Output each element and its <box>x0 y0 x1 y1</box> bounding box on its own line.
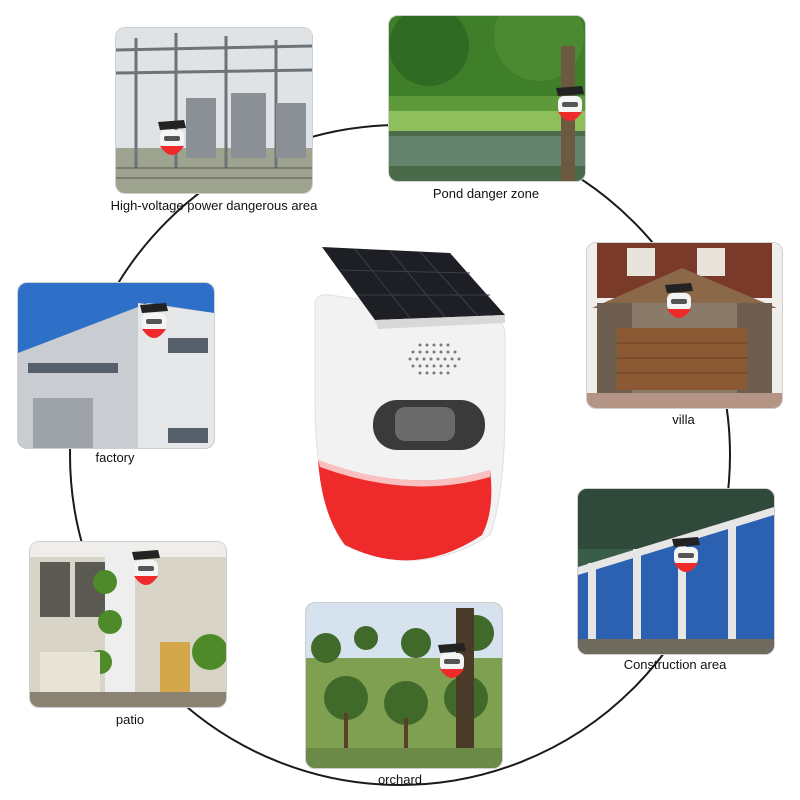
scene-orchard <box>305 602 503 769</box>
alarm-icon <box>438 643 466 678</box>
alarm-icon <box>556 86 584 121</box>
label-factory: factory <box>95 450 135 465</box>
solar-alarm-device <box>300 245 515 580</box>
speaker-grille <box>408 343 461 375</box>
alarm-icon <box>158 120 186 155</box>
alarm-icon <box>140 303 168 338</box>
label-high-voltage: High-voltage power dangerous area <box>110 198 318 213</box>
label-pond: Pond danger zone <box>432 186 540 201</box>
label-construction: Construction area <box>623 657 727 672</box>
scene-pond <box>388 15 586 182</box>
solar-panel <box>322 247 505 329</box>
label-villa: villa <box>672 412 695 427</box>
scene-patio <box>29 541 227 708</box>
alarm-icon <box>665 283 693 318</box>
scene-construction <box>577 488 775 655</box>
label-orchard: orchard <box>377 772 423 787</box>
scene-villa <box>586 242 783 409</box>
scene-high-voltage <box>115 27 313 194</box>
scene-factory <box>17 282 215 449</box>
alarm-icon <box>132 550 160 585</box>
alarm-icon <box>672 537 700 572</box>
label-patio: patio <box>115 712 145 727</box>
